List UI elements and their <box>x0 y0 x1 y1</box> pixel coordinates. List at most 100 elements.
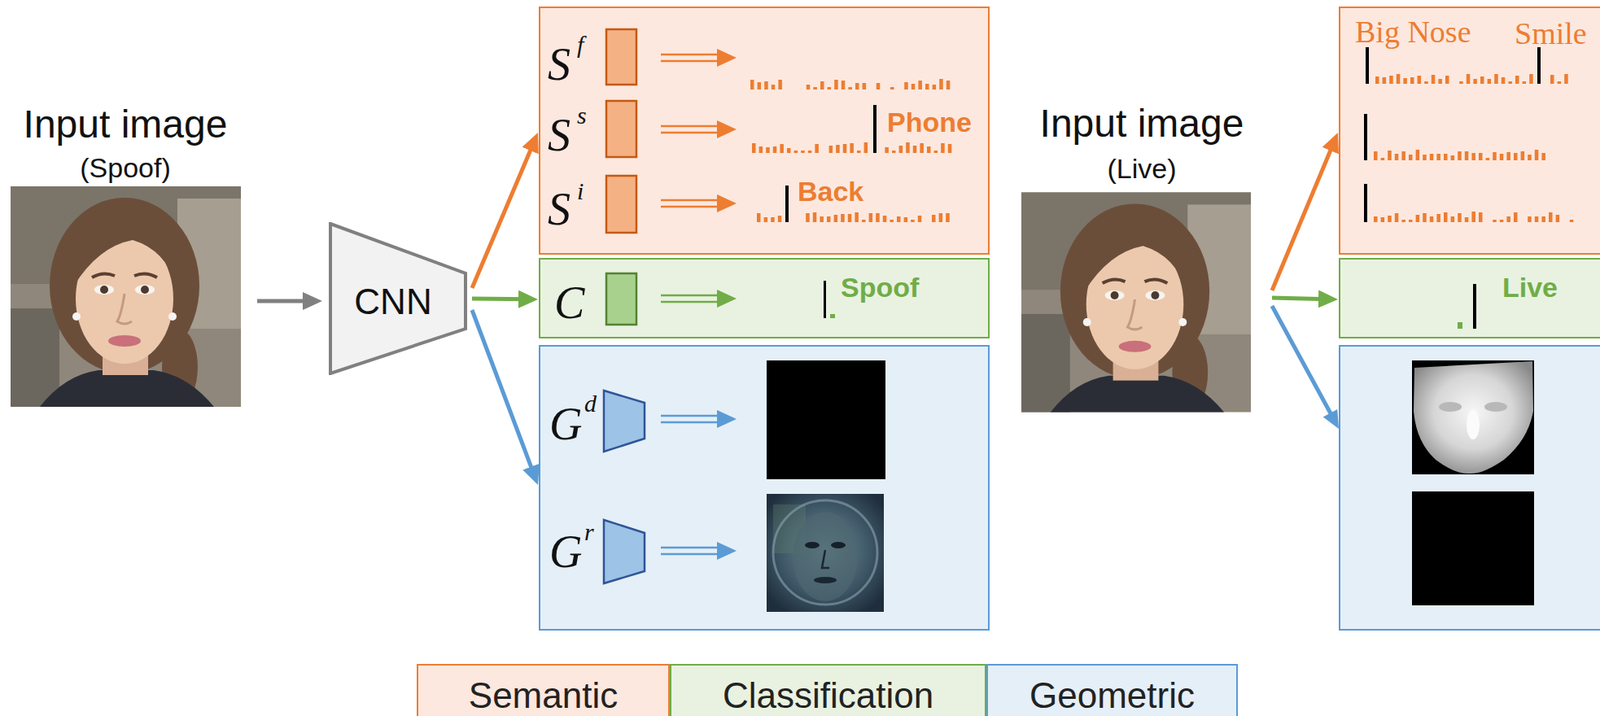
panel-ground <box>1338 257 1600 339</box>
score-bar <box>1396 74 1401 84</box>
score-bar <box>911 83 916 90</box>
score-bar <box>1506 152 1511 161</box>
score-bar <box>1424 81 1429 84</box>
score-bar <box>820 81 825 90</box>
panel-ground <box>538 345 990 631</box>
double-arrow <box>660 289 737 308</box>
classification-panel: Live <box>1338 257 1600 339</box>
semantic-panel: SfSsSiPhoneBack <box>538 6 990 255</box>
double-arrow <box>660 421 722 425</box>
class-label: Spoof <box>840 271 919 305</box>
score-bar <box>800 150 805 154</box>
score-bar <box>904 82 909 90</box>
score-bar <box>1487 78 1492 84</box>
score-bar <box>889 219 894 223</box>
score-bar <box>1471 211 1476 223</box>
score-bar <box>1373 151 1378 161</box>
flow-arrow <box>472 297 529 302</box>
score-bar <box>1480 76 1485 84</box>
math-symbol: S <box>547 108 571 163</box>
score-bar <box>875 213 880 223</box>
panel-ground <box>538 257 990 339</box>
score-bar <box>1478 153 1483 161</box>
score-bar <box>770 217 775 223</box>
score-bar <box>1394 213 1399 223</box>
score-bar <box>1401 219 1406 223</box>
double-arrow <box>660 553 722 556</box>
reflection-map <box>1412 491 1535 606</box>
decoder-trapezoid <box>603 390 645 452</box>
score-bar <box>925 83 930 90</box>
score-bar <box>1506 216 1511 223</box>
score-bar <box>926 146 932 154</box>
score-bars <box>660 48 1574 560</box>
double-arrow <box>660 415 722 418</box>
score-bar <box>1513 212 1518 223</box>
score-bar <box>1541 153 1546 161</box>
score-bar <box>1537 47 1541 84</box>
score-bar <box>862 83 867 90</box>
score-bar <box>1527 154 1532 161</box>
flow-arrow <box>472 310 535 477</box>
score-bar <box>834 79 839 90</box>
score-bar <box>899 145 904 154</box>
score-bar <box>904 217 909 223</box>
score-bar <box>1527 216 1532 223</box>
score-bar <box>1429 216 1434 223</box>
score-bar <box>1459 81 1464 84</box>
score-bar <box>890 87 895 90</box>
score-bar <box>805 213 810 223</box>
legend-label: Semantic <box>468 674 618 716</box>
score-bar <box>841 80 846 90</box>
class-label: Phone <box>887 105 972 140</box>
score-bar <box>1373 216 1378 223</box>
score-bar <box>1422 154 1427 161</box>
score-bar <box>1416 214 1421 223</box>
score-bar <box>848 214 853 223</box>
depth-face <box>1484 402 1508 412</box>
geometric-panel: GdGr <box>538 345 990 631</box>
depth-face <box>1466 410 1480 440</box>
double-arrow <box>660 546 722 550</box>
head-box <box>606 100 637 158</box>
score-bar <box>1473 78 1478 84</box>
cnn-trapezoid <box>330 223 466 374</box>
image-title: Input image <box>23 100 228 149</box>
double-arrow <box>660 301 722 304</box>
score-bar <box>1389 75 1394 84</box>
head-box <box>606 29 637 85</box>
score-bar <box>1416 149 1421 161</box>
score-bar <box>1515 75 1520 84</box>
score-bar <box>757 82 762 90</box>
double-arrow <box>660 125 722 128</box>
reflection-map <box>766 493 884 613</box>
attribute-label: Big Nose <box>1355 13 1472 52</box>
score-bar <box>1541 216 1546 223</box>
score-bar <box>826 216 831 223</box>
score-bar <box>1410 77 1415 84</box>
score-bar <box>913 145 918 154</box>
score-bar <box>849 143 854 154</box>
head-box <box>606 175 637 233</box>
score-bar <box>939 213 944 223</box>
score-bar <box>773 146 778 154</box>
reflection-map <box>773 500 878 605</box>
score-bar <box>751 143 757 154</box>
score-bar <box>1499 219 1504 223</box>
superscript: i <box>577 176 584 206</box>
reflection-map <box>813 577 837 584</box>
score-bar <box>883 215 888 223</box>
score-bar <box>854 212 859 223</box>
score-bar <box>823 280 827 319</box>
score-bar <box>1508 81 1513 84</box>
superscript: r <box>584 517 595 547</box>
depth-face <box>1413 361 1534 474</box>
class-label: Live <box>1502 271 1558 305</box>
score-bar <box>1471 153 1476 161</box>
attribute-label: Smile <box>1514 15 1587 53</box>
score-bar <box>873 104 877 154</box>
score-bar <box>896 216 901 223</box>
score-bar <box>1521 151 1526 161</box>
flow-arrow <box>472 141 534 289</box>
superscript: f <box>577 30 584 60</box>
